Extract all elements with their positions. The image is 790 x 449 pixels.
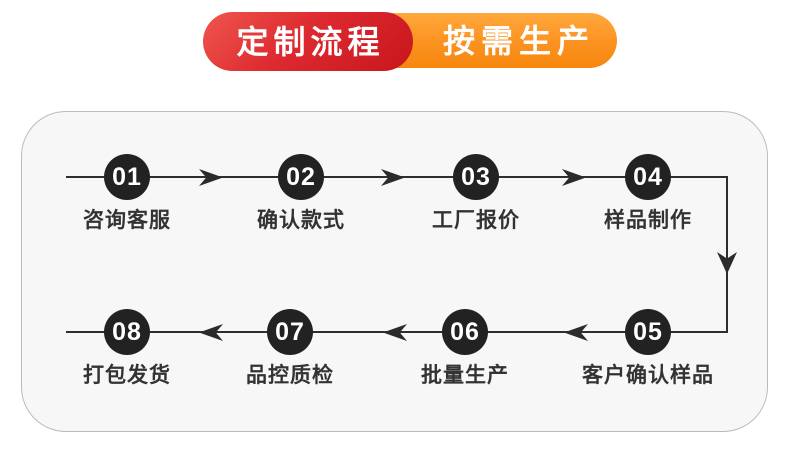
step-label: 批量生产	[421, 364, 509, 387]
step-number-badge: 01	[104, 154, 150, 200]
step-label: 工厂报价	[432, 209, 520, 232]
banner-left-tab: 定制流程	[203, 12, 413, 71]
banner-left-label: 定制流程	[236, 23, 385, 60]
flow-step-04: 04 样品制作	[563, 154, 733, 233]
step-label: 咨询客服	[83, 209, 171, 232]
step-number-badge: 08	[104, 309, 150, 355]
banner-right-label: 按需生产	[442, 22, 595, 59]
step-number-badge: 04	[625, 154, 671, 200]
step-label: 客户确认样品	[582, 364, 714, 387]
flow-step-03: 03 工厂报价	[391, 154, 561, 233]
flow-step-08: 08 打包发货	[42, 309, 212, 388]
step-number-badge: 03	[453, 154, 499, 200]
flow-step-05: 05 客户确认样品	[563, 309, 733, 388]
step-label: 样品制作	[604, 209, 692, 232]
step-label: 品控质检	[246, 364, 334, 387]
step-label: 确认款式	[257, 209, 345, 232]
step-label: 打包发货	[83, 364, 171, 387]
flow-step-07: 07 品控质检	[205, 309, 375, 388]
flow-step-02: 02 确认款式	[216, 154, 386, 233]
flow-line-vertical	[726, 176, 728, 333]
flow-step-01: 01 咨询客服	[42, 154, 212, 233]
step-number-badge: 07	[267, 309, 313, 355]
step-number-badge: 06	[442, 309, 488, 355]
step-number-badge: 02	[278, 154, 324, 200]
step-number-badge: 05	[625, 309, 671, 355]
flow-step-06: 06 批量生产	[380, 309, 550, 388]
